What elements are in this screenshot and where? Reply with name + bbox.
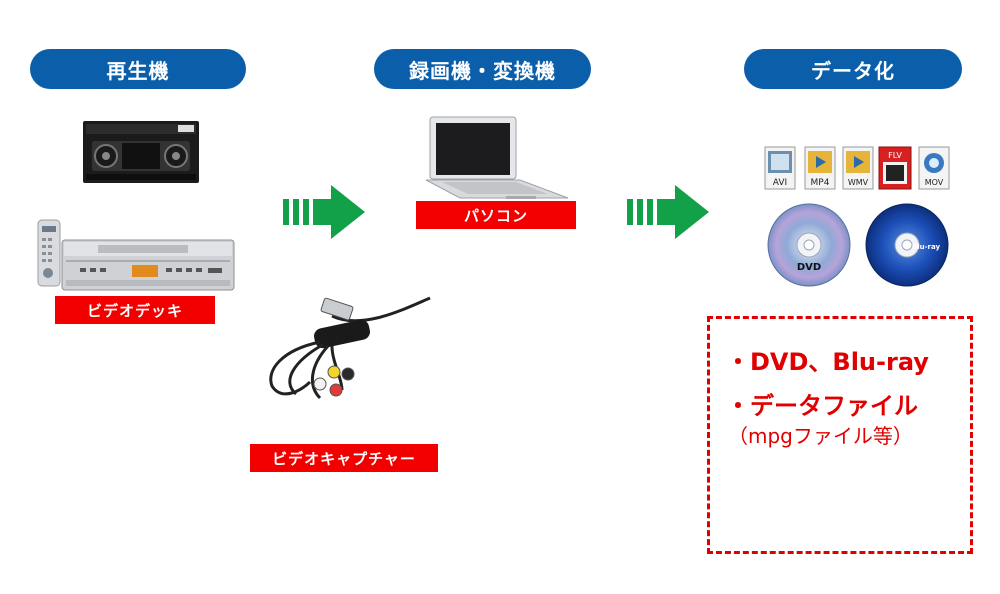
header-playback: 再生機 bbox=[30, 49, 246, 89]
dvd-disc-label: DVD bbox=[797, 262, 821, 273]
avi-file-icon: AVI bbox=[764, 146, 796, 190]
label-capture-text: ビデオキャプチャー bbox=[272, 449, 416, 468]
vhs-cassette-image bbox=[83, 121, 199, 183]
output-bullet-datafile: ・データファイル bbox=[726, 392, 918, 420]
label-capture: ビデオキャプチャー bbox=[250, 444, 438, 472]
laptop-image bbox=[425, 116, 569, 199]
header-recorder-label: 録画機・変換機 bbox=[409, 58, 556, 83]
wmv-file-icon: WMV bbox=[842, 146, 874, 190]
header-digitize-label: データ化 bbox=[811, 58, 895, 83]
wmv-file-label: WMV bbox=[848, 178, 869, 187]
output-bullet-disc: ・DVD、Blu-ray bbox=[726, 348, 929, 376]
capture-cable-image bbox=[269, 296, 431, 400]
mov-file-label: MOV bbox=[925, 178, 944, 187]
arrow-right-icon bbox=[627, 185, 709, 239]
arrow-right-icon bbox=[283, 185, 365, 239]
mov-file-icon: MOV bbox=[918, 146, 950, 190]
flv-file-label: FLV bbox=[888, 151, 902, 160]
bluray-disc-label: Blu-ray bbox=[912, 243, 941, 251]
flv-file-icon: FLV bbox=[878, 146, 912, 190]
label-video-deck: ビデオデッキ bbox=[55, 296, 215, 324]
dvd-disc-icon: DVD bbox=[767, 203, 851, 287]
avi-file-label: AVI bbox=[773, 178, 787, 188]
header-digitize: データ化 bbox=[744, 49, 962, 89]
header-recorder: 録画機・変換機 bbox=[374, 49, 591, 89]
header-playback-label: 再生機 bbox=[106, 58, 170, 83]
vcr-deck-image bbox=[37, 219, 235, 291]
output-note: （mpgファイル等） bbox=[728, 424, 913, 448]
mp4-file-icon: MP4 bbox=[804, 146, 836, 190]
bluray-disc-icon: Blu-ray bbox=[865, 203, 949, 287]
label-video-deck-text: ビデオデッキ bbox=[86, 301, 183, 320]
mp4-file-label: MP4 bbox=[811, 178, 830, 188]
label-pc: パソコン bbox=[416, 201, 576, 229]
label-pc-text: パソコン bbox=[463, 206, 528, 225]
output-formats-box bbox=[707, 316, 973, 554]
